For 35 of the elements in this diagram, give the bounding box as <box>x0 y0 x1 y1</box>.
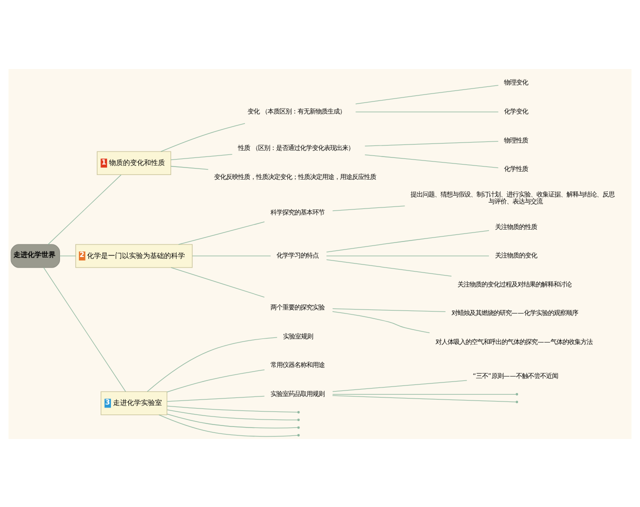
node-point <box>516 400 518 403</box>
connector <box>43 266 126 392</box>
connector <box>332 380 468 392</box>
connector <box>166 369 265 392</box>
connector <box>166 409 298 420</box>
connector <box>355 84 499 104</box>
connector <box>160 122 246 152</box>
connector <box>326 255 490 256</box>
node-point <box>297 418 300 421</box>
connector <box>364 154 499 168</box>
connector <box>158 414 298 436</box>
connector <box>60 255 76 256</box>
connector <box>364 140 499 146</box>
node-point <box>516 392 518 396</box>
connector <box>326 258 452 276</box>
node-point <box>297 426 300 428</box>
connector <box>178 221 265 244</box>
connector <box>166 413 298 428</box>
connector <box>170 266 265 298</box>
connector <box>166 395 265 402</box>
connector <box>332 308 446 312</box>
connector <box>170 165 208 170</box>
connector <box>332 393 516 394</box>
connector <box>326 230 490 252</box>
connector <box>147 336 278 392</box>
connector <box>355 111 499 112</box>
connector <box>332 394 516 402</box>
node-point <box>297 410 300 413</box>
connector <box>166 405 298 412</box>
connector <box>332 310 430 333</box>
connector <box>170 154 233 160</box>
connector <box>48 174 122 244</box>
node-point <box>297 434 300 436</box>
connector <box>332 205 406 211</box>
connector <box>192 255 271 256</box>
